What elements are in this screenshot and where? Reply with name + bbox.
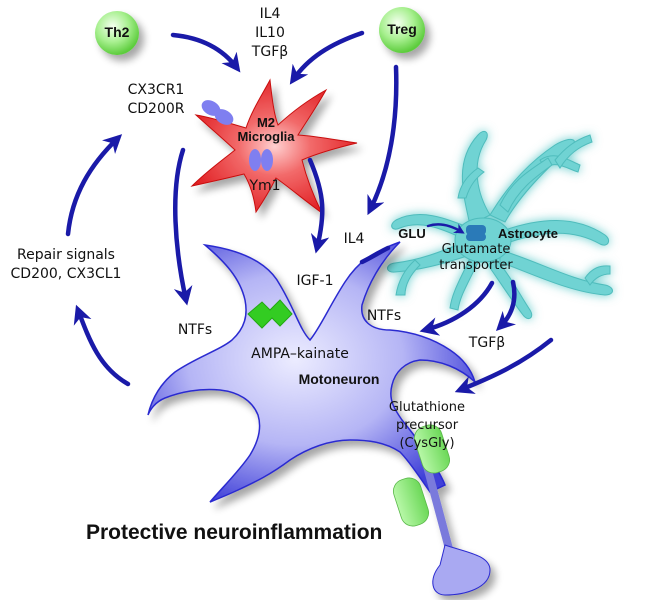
cytokine-il10: IL10 xyxy=(255,25,285,41)
microglia-label: Microglia xyxy=(237,129,295,144)
arrow-astrocyte-to-tgfb xyxy=(495,279,517,332)
microglia-cell xyxy=(190,78,358,214)
arrow-treg-to-il4 xyxy=(367,64,399,216)
figure-title: Protective neuroinflammation xyxy=(86,521,383,544)
arrow-microglia-to-ntfs xyxy=(173,147,193,306)
arrows xyxy=(65,30,554,394)
arrow-th2-to-microglia xyxy=(170,32,241,73)
cytokine-tgfb: TGFβ xyxy=(251,44,289,60)
receptor-cx3cr1: CX3CR1 xyxy=(127,82,185,98)
tgfb-astrocyte-label: TGFβ xyxy=(468,335,506,351)
glutathione-label-2: precursor xyxy=(395,418,459,433)
microglia-label-m2: M2 xyxy=(256,115,276,130)
cx3cr1-cd200r-receptor xyxy=(201,100,234,125)
arrow-glu-to-neuron xyxy=(359,245,391,265)
receptor-cd200r: CD200R xyxy=(127,101,185,117)
myelin-segment-1 xyxy=(413,424,451,474)
ampa-kainate-receptor xyxy=(247,299,293,329)
repair-signals-label: Repair signals xyxy=(17,247,115,263)
th2-label: Th2 xyxy=(104,24,130,40)
ym1-label: Ym1 xyxy=(249,178,281,194)
treg-label: Treg xyxy=(387,21,417,37)
ym1-receptor xyxy=(249,149,273,171)
ntfs-right-label: NTFs xyxy=(366,308,402,324)
glu-label: GLU xyxy=(398,226,426,241)
ampa-kainate-label: AMPA–kainate xyxy=(251,346,349,362)
motoneuron-label: Motoneuron xyxy=(298,371,380,387)
glutathione-label-3: (CysGly) xyxy=(399,436,455,451)
treg-cell xyxy=(379,7,425,53)
glutamate-transporter-label-2: transporter xyxy=(439,258,513,273)
il4-treg-label: IL4 xyxy=(343,231,365,247)
glutamate-transporter-label-1: Glutamate xyxy=(441,242,511,257)
glutamate-transporter-protein xyxy=(466,225,486,241)
arrow-astrocyte-to-glutathione xyxy=(454,337,554,394)
repair-signals-molecules: CD200, CX3CL1 xyxy=(10,266,122,282)
arrow-repair-to-microglia xyxy=(65,134,123,237)
ntfs-left-label: NTFs xyxy=(177,322,213,338)
arrow-microglia-to-igf1 xyxy=(307,157,330,254)
astrocyte-label: Astrocyte xyxy=(498,226,558,241)
igf1-label: IGF-1 xyxy=(296,273,334,289)
arrow-glu-to-transporter xyxy=(426,223,465,234)
myelin-sheath xyxy=(392,424,451,527)
cytokine-il4: IL4 xyxy=(259,6,281,22)
glutathione-label-1: Glutathione xyxy=(388,400,466,415)
th2-cell xyxy=(95,11,139,55)
arrow-neuron-to-repair xyxy=(73,304,131,387)
myelin-segment-2 xyxy=(392,477,430,527)
arrow-treg-to-microglia xyxy=(289,30,365,85)
arrow-astrocyte-to-ntfs xyxy=(419,280,495,336)
